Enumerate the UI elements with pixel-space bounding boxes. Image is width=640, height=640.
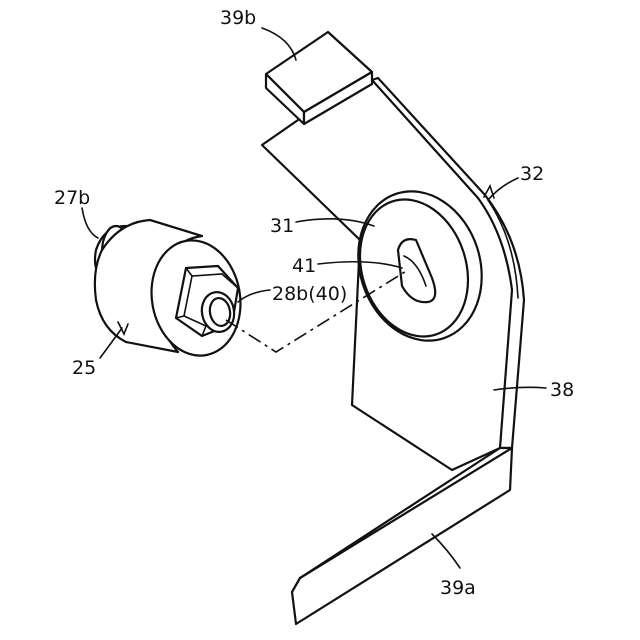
label-41: 41 — [292, 255, 316, 277]
label-28b-40: 28b(40) — [272, 283, 347, 305]
label-39a: 39a — [440, 577, 476, 599]
label-27b: 27b — [54, 187, 90, 209]
label-38: 38 — [550, 379, 574, 401]
label-39b: 39b — [220, 7, 256, 29]
bottom-tab-39a — [292, 448, 512, 624]
label-32: 32 — [520, 163, 544, 185]
label-31: 31 — [270, 215, 294, 237]
label-25: 25 — [72, 357, 96, 379]
nut-assembly-25 — [95, 220, 250, 363]
